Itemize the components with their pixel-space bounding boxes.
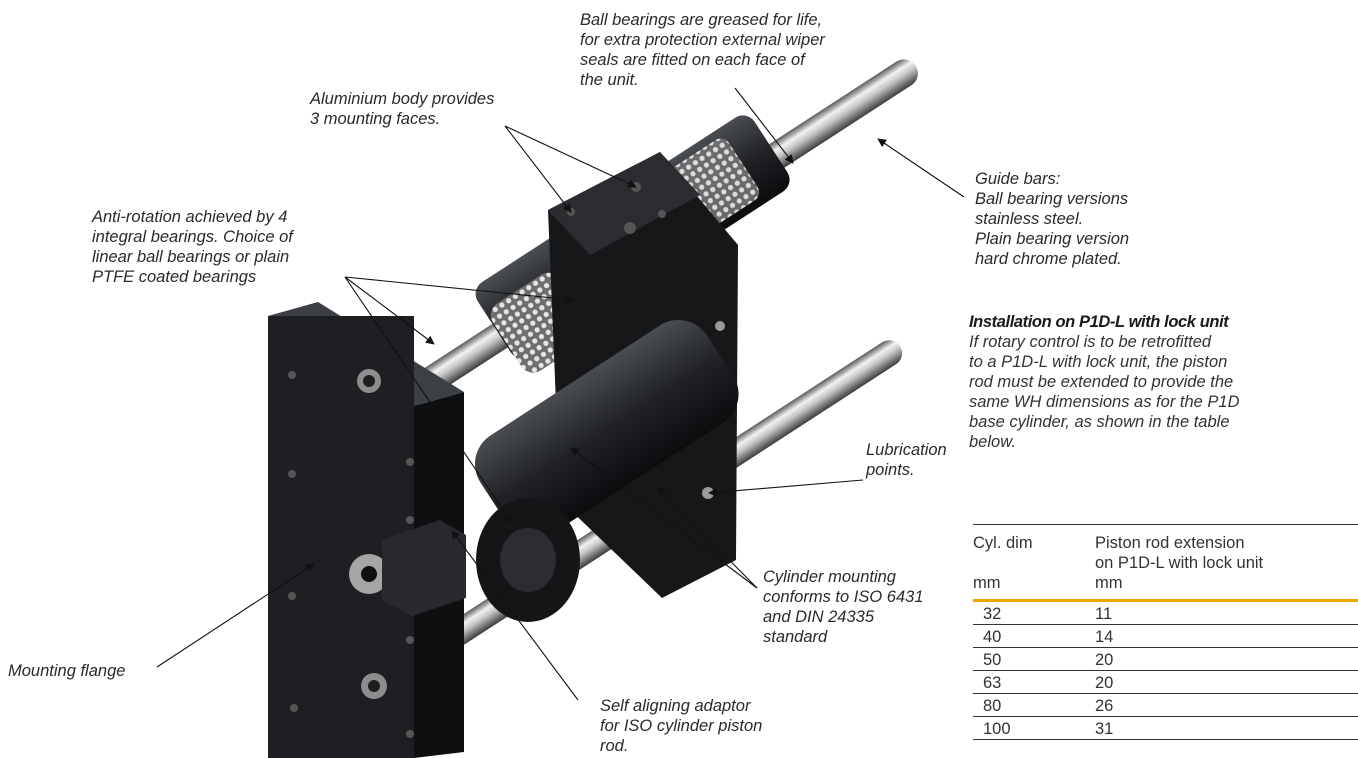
mounting-flange-callout: Mounting flange — [8, 662, 126, 680]
aluminium-body-callout: Aluminium body provides 3 mounting faces… — [310, 90, 495, 128]
mounting-flange — [268, 302, 466, 758]
anti-rotation-callout: Anti-rotation achieved by 4 integral bea… — [92, 208, 293, 286]
unit-col1: mm — [973, 573, 1095, 602]
unit-col2: mm — [1095, 573, 1358, 602]
installation-panel: Installation on P1D-L with lock unit If … — [969, 312, 1358, 452]
ball-bearings-callout: Ball bearings are greased for life, for … — [580, 11, 825, 89]
callout-pointers — [156, 87, 965, 701]
installation-text: If rotary control is to be retrofitted t… — [969, 333, 1240, 451]
cylinder-mounting-callout: Cylinder mounting conforms to ISO 6431 a… — [763, 568, 924, 646]
lubrication-callout: Lubrication points. — [866, 441, 947, 479]
installation-title: Installation on P1D-L with lock unit — [969, 313, 1229, 331]
guide-bars-callout: Guide bars: Ball bearing versions stainl… — [975, 170, 1130, 268]
header-extension: Piston rod extension on P1D-L with lock … — [1095, 524, 1358, 573]
adaptor-callout: Self aligning adaptor for ISO cylinder p… — [600, 697, 763, 755]
rod-extension-table: Cyl. dim Piston rod extension on P1D-L w… — [973, 524, 1358, 740]
header-cyl-dim: Cyl. dim — [973, 524, 1095, 573]
lower-bearing-housing — [474, 319, 739, 539]
